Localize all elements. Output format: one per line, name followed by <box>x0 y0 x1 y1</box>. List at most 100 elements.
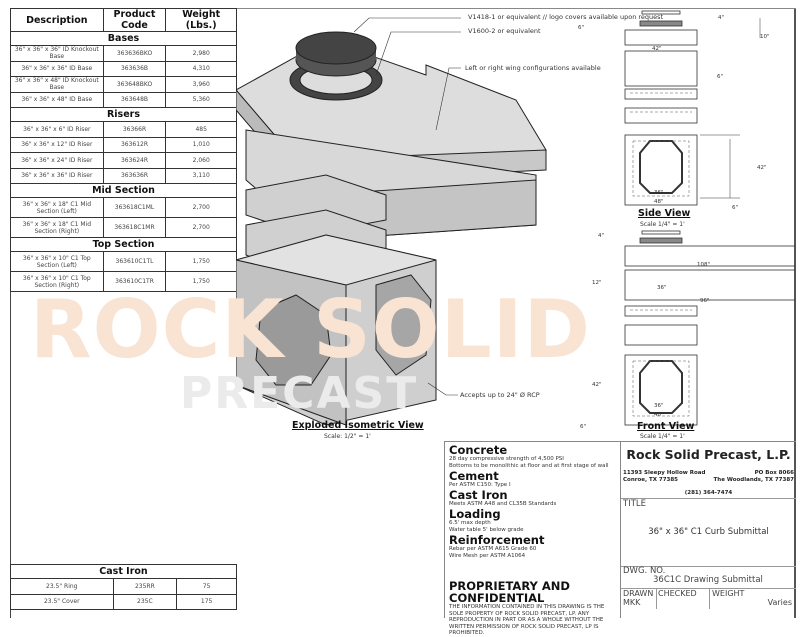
section-title: Bases <box>10 31 237 46</box>
cell: 363648B <box>102 91 167 108</box>
header-description: Description <box>10 8 104 32</box>
cell: 363618C1MR <box>102 217 167 238</box>
iso-view-title: Exploded Isometric View <box>292 420 424 431</box>
cell: 36" x 36" x 48" ID Knockout Base <box>10 76 104 93</box>
cell: 3,110 <box>165 167 237 184</box>
dim-label: 48" <box>654 412 664 418</box>
spec-line: 6.5' max depth <box>449 520 491 526</box>
cell: 175 <box>176 593 237 610</box>
spec-line: 28 day compressive strength of 4,500 PSI <box>449 456 564 462</box>
dim-label: 12" <box>592 280 602 286</box>
cell: 363610C1TR <box>102 271 167 292</box>
watermark-precast: PRECAST <box>180 368 419 419</box>
cell: 23.5" Ring <box>10 578 114 595</box>
side-view-drawing <box>624 10 761 206</box>
knockout-side <box>375 274 432 376</box>
cell: 2,060 <box>165 152 237 169</box>
title-block: Rock Solid Precast, L.P. 11393 Sleepy Ho… <box>620 441 796 618</box>
weight-label: WEIGHT <box>712 589 745 598</box>
dwg-no-label: DWG. NO. <box>623 566 666 576</box>
cell: 36" x 36" x 36" ID Base <box>10 60 104 77</box>
spec-line: Rebar per ASTM A615 Grade 60 <box>449 546 537 552</box>
proprietary-heading: PROPRIETARY AND CONFIDENTIAL <box>449 579 570 605</box>
address-1-line-1: 11393 Sleepy Hollow Road <box>623 470 706 476</box>
cell: 36" x 36" x 18" C1 Mid Section (Left) <box>10 197 104 218</box>
spec-line: Water table 5' below grade <box>449 527 524 533</box>
dim-label: 4" <box>718 15 725 21</box>
weight-value: Varies <box>767 598 792 607</box>
title-label: TITLE <box>623 499 646 509</box>
table-row: 36" x 36" x 10" C1 Top Section (Right)36… <box>10 271 237 292</box>
frame-top <box>236 8 796 9</box>
cell: 363648BKO <box>102 76 167 93</box>
drawn-by: MKK <box>623 598 641 607</box>
section-title: Risers <box>10 107 237 122</box>
section-title: Top Section <box>10 237 237 252</box>
exploded-isometric-drawing <box>236 17 547 426</box>
table-row: 36" x 36" x 10" C1 Top Section (Left)363… <box>10 251 237 272</box>
cell: 235C <box>112 593 178 610</box>
table-row: 36" x 36" x 18" C1 Mid Section (Left)363… <box>10 197 237 218</box>
dim-label: 10" <box>760 34 770 40</box>
drawn-label: DRAWN <box>623 589 654 598</box>
cell: 75 <box>176 578 237 595</box>
company-phone: (281) 364-7474 <box>684 490 733 496</box>
front-view-scale: Scale 1/4" = 1' <box>640 433 685 440</box>
front-view-title: Front View <box>637 421 695 432</box>
company-name: Rock Solid Precast, L.P. <box>626 447 791 462</box>
drawing-title: 36" x 36" C1 Curb Submittal <box>648 527 769 537</box>
cell: 36" x 36" x 6" ID Riser <box>10 121 104 138</box>
side-view-title: Side View <box>638 208 691 219</box>
spec-line: Wire Mesh per ASTM A1064 <box>449 553 526 559</box>
cell: 3,960 <box>165 76 237 93</box>
cell: 36" x 36" x 10" C1 Top Section (Left) <box>10 251 104 272</box>
spec-line: Meets ASTM A48 and CL35B Standards <box>449 501 557 507</box>
spec-line: Bottoms to be monolithic at floor and at… <box>449 463 609 469</box>
spec-heading: Reinforcement <box>449 533 545 547</box>
cell: 363624R <box>102 152 167 169</box>
header-weight: Weight (Lbs.) <box>165 8 237 32</box>
spec-heading: Cast Iron <box>449 488 508 502</box>
octagon-opening <box>639 360 683 414</box>
dwg-no: 36C1C Drawing Submittal <box>653 575 763 585</box>
cell: 2,700 <box>165 217 237 238</box>
dim-label: 42" <box>592 382 602 388</box>
dim-label: 6" <box>732 205 739 211</box>
dim-label: 36" <box>654 190 664 196</box>
cell: 36" x 36" x 10" C1 Top Section (Right) <box>10 271 104 292</box>
watermark-rock-solid: ROCK SOLID <box>30 283 591 376</box>
octagon-opening <box>639 140 683 194</box>
dim-label: 96" <box>700 298 710 304</box>
address-1-line-2: Conroe, TX 77385 <box>623 477 678 483</box>
cell: 2,980 <box>165 45 237 62</box>
cell: 363636BKO <box>102 45 167 62</box>
cell: 36" x 36" x 24" ID Riser <box>10 152 104 169</box>
cell: 23.5" Cover <box>10 593 114 610</box>
checked-label: CHECKED <box>656 589 709 609</box>
frame <box>10 8 796 618</box>
cell: 363612R <box>102 136 167 153</box>
leader-line <box>435 67 461 131</box>
cell: 363618C1ML <box>102 197 167 218</box>
cell: 36366R <box>102 121 167 138</box>
leader-line <box>375 31 461 76</box>
cell: 36" x 36" x 48" ID Base <box>10 91 104 108</box>
cell: 4,310 <box>165 60 237 77</box>
dim-label: 6" <box>578 25 585 31</box>
callout-cover: V1418-1 or equivalent // logo covers ava… <box>468 13 664 21</box>
dim-label: 4" <box>598 233 605 239</box>
callout-wing: Left or right wing configurations availa… <box>465 64 601 72</box>
callout-ring: V1600-2 or equivalent <box>468 27 541 35</box>
leader-line <box>427 382 458 396</box>
dim-label: 42" <box>757 165 767 171</box>
address-2-line-2: The Woodlands, TX 77387 <box>713 477 794 483</box>
section-title: Mid Section <box>10 183 237 198</box>
